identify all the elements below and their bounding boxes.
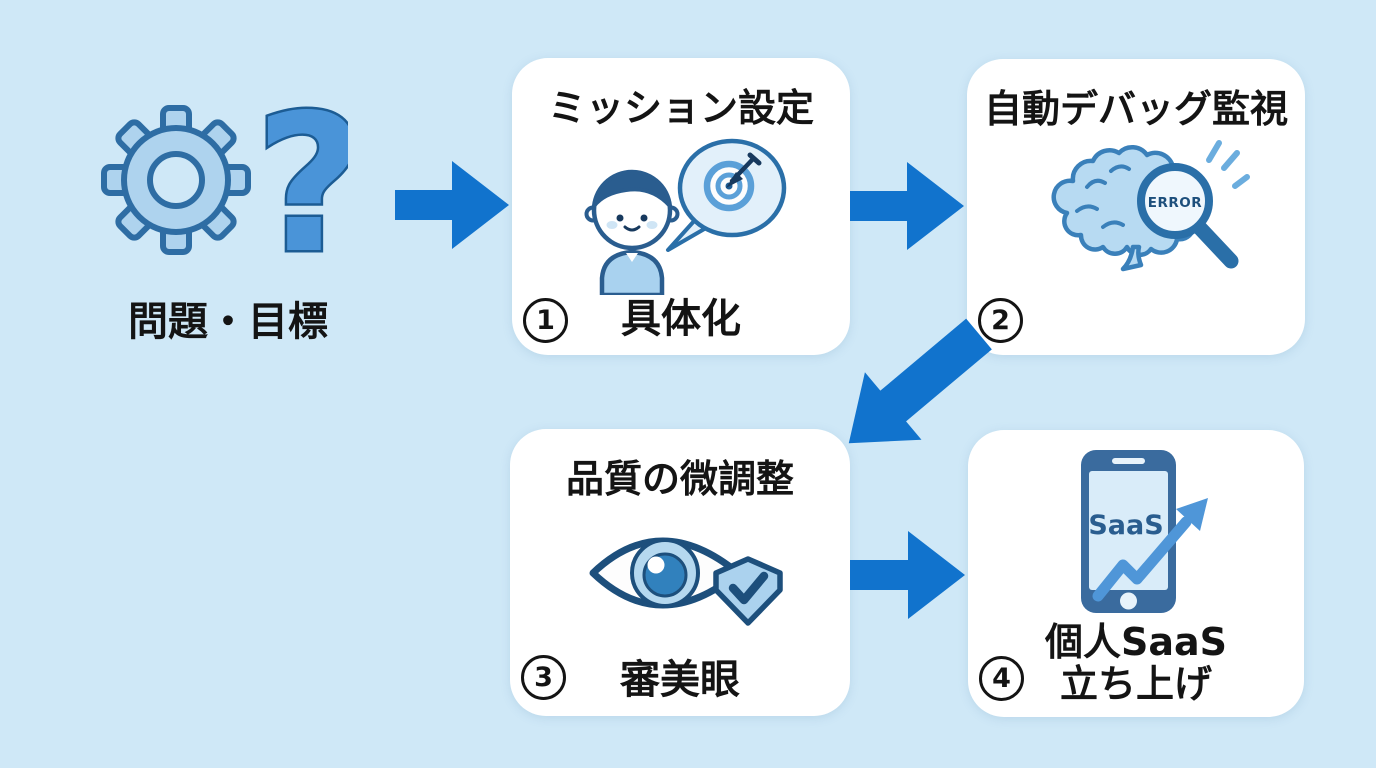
- question-mark-icon: ?: [255, 100, 348, 260]
- speech-bubble-target-icon: [666, 138, 787, 252]
- step-3-caption: 審美眼: [510, 658, 850, 703]
- step-4-caption: 個人SaaS 立ち上げ: [968, 621, 1304, 706]
- arrow-right-3-to-4: [850, 531, 965, 619]
- shield-check-icon: [713, 556, 783, 626]
- step-3-title: 品質の微調整: [565, 457, 794, 501]
- brain-error-magnifier-icon: ERROR: [1051, 140, 1250, 272]
- arrow-right-1-to-2: [850, 162, 964, 250]
- growth-arrow-icon: [1092, 498, 1208, 602]
- step-1-title: ミッション設定: [547, 86, 814, 130]
- caption-line: 立ち上げ: [1059, 662, 1212, 707]
- caption-line: 審美眼: [620, 657, 740, 704]
- phone-saas-label: SaaS: [1088, 510, 1163, 541]
- gear-icon: [101, 105, 251, 255]
- step-card-3: 品質の微調整 3 審美眼: [510, 429, 850, 716]
- gear-question-icon: ?: [101, 100, 348, 260]
- smartphone-icon: SaaS: [1081, 450, 1176, 613]
- start-label: 問題・目標: [128, 299, 328, 345]
- smartphone-growth-icon: SaaS: [1081, 450, 1208, 613]
- caption-line: 具体化: [621, 296, 741, 343]
- arrow-right-start-to-1: [395, 161, 509, 249]
- sparkle-icon: [1206, 140, 1250, 189]
- step-1-number-badge: 1: [523, 298, 568, 343]
- person-icon: [584, 169, 680, 295]
- magnifier-icon: ERROR: [1137, 163, 1239, 269]
- step-card-4: SaaS 4 個人SaaS 立ち上げ: [968, 430, 1304, 717]
- eye-icon: [589, 537, 742, 609]
- step-4-number-badge: 4: [979, 656, 1024, 701]
- step-2-title: 自動デバッグ監視: [983, 87, 1288, 131]
- person-goal-speech-icon: [584, 138, 787, 295]
- magnifier-error-label: ERROR: [1148, 195, 1202, 211]
- step-card-1: ミッション設定: [512, 58, 850, 355]
- eye-shield-check-icon: [589, 537, 783, 626]
- step-3-number-badge: 3: [521, 655, 566, 700]
- step-card-2: 自動デバッグ監視 ERROR: [967, 59, 1305, 355]
- step-2-number-badge: 2: [978, 298, 1023, 343]
- caption-line: 個人SaaS: [1044, 619, 1228, 664]
- step-1-caption: 具体化: [512, 297, 850, 342]
